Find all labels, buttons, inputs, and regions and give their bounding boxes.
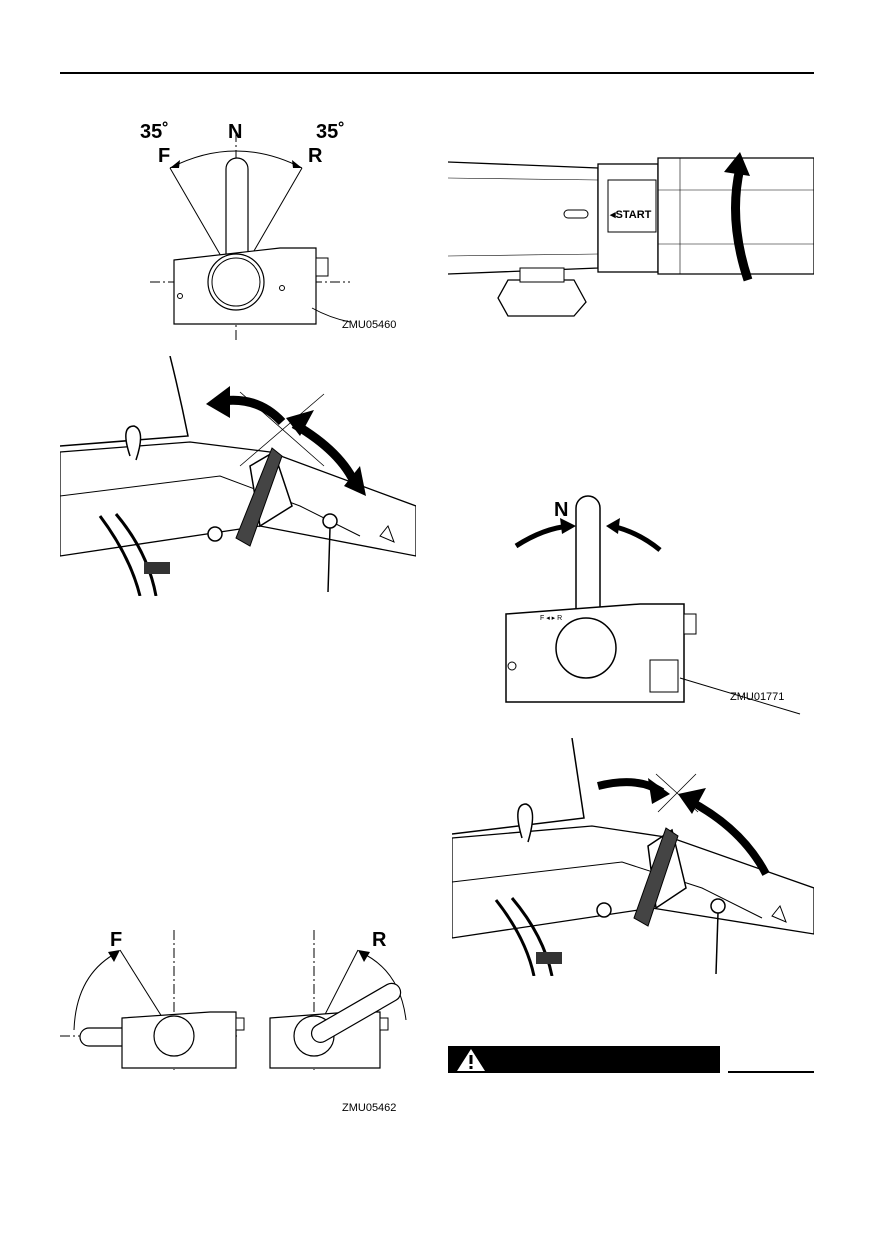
angle-right-label: 35˚ (316, 120, 345, 143)
warning-header-bar (448, 1046, 720, 1073)
shift-plate-label: F ◂ ▸ R (540, 615, 562, 622)
reverse-label: R (372, 929, 387, 951)
engine-tiller-illustration (60, 356, 416, 596)
warning-icon (457, 1049, 485, 1071)
figure-code: ZMU05460 (342, 319, 396, 331)
neutral-label: N (554, 499, 568, 521)
throttle-grip-illustration: ◂START (448, 150, 814, 320)
engine-tiller-illustration-2 (452, 738, 814, 976)
warning-rule (728, 1071, 814, 1073)
start-mark: ◂START (609, 209, 652, 221)
lever-angle-diagram: 35˚ N 35˚ F R ZMU05460 (130, 112, 430, 342)
figure-code: ZMU01771 (730, 691, 784, 703)
header-rule (60, 72, 814, 74)
angle-left-label: 35˚ (140, 120, 169, 143)
remote-control-neutral-diagram: N F ◂ ▸ R ZMU01771 (500, 490, 810, 720)
neutral-label: N (228, 121, 242, 143)
figure-code: ZMU05462 (342, 1102, 397, 1114)
reverse-label: R (308, 145, 323, 167)
forward-label: F (158, 145, 170, 167)
forward-reverse-diagram: F R (60, 920, 420, 1120)
forward-label: F (110, 929, 122, 951)
